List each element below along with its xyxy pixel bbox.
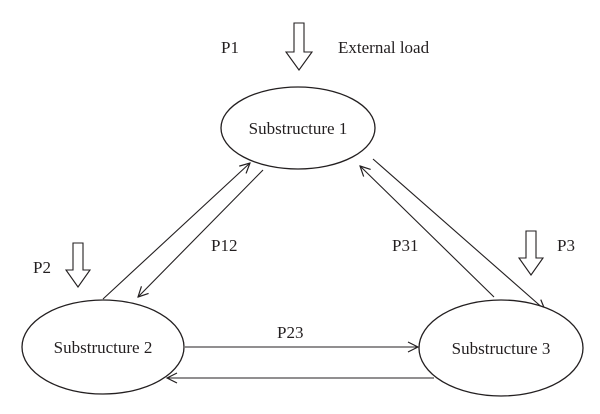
node-substructure-3-label: Substructure 3 — [452, 339, 551, 358]
external-load-label: External load — [338, 38, 430, 57]
load-p3-label: P3 — [557, 236, 575, 255]
down-arrow-icon — [64, 242, 92, 288]
down-arrow-icon — [284, 22, 314, 71]
edge-s3-to-s1 — [360, 166, 495, 298]
edge-s1-to-s2 — [138, 169, 264, 297]
load-p2-label: P2 — [33, 258, 51, 277]
load-p3: P3 — [517, 230, 575, 276]
edge-label-p31: P31 — [392, 236, 418, 255]
load-p1: P1 External load — [221, 22, 430, 71]
edge-label-p12: P12 — [211, 236, 237, 255]
node-substructure-1-label: Substructure 1 — [249, 119, 348, 138]
node-substructure-2-label: Substructure 2 — [54, 338, 153, 357]
node-substructure-1: Substructure 1 — [220, 86, 376, 170]
load-p1-label: P1 — [221, 38, 239, 57]
edge-label-p23: P23 — [277, 323, 303, 342]
edge-s2-to-s1 — [102, 163, 250, 300]
down-arrow-icon — [517, 230, 545, 276]
node-substructure-2: Substructure 2 — [21, 299, 185, 395]
load-p2: P2 — [33, 242, 92, 288]
edge-s1-to-s3 — [372, 158, 545, 310]
node-substructure-3: Substructure 3 — [418, 299, 584, 397]
